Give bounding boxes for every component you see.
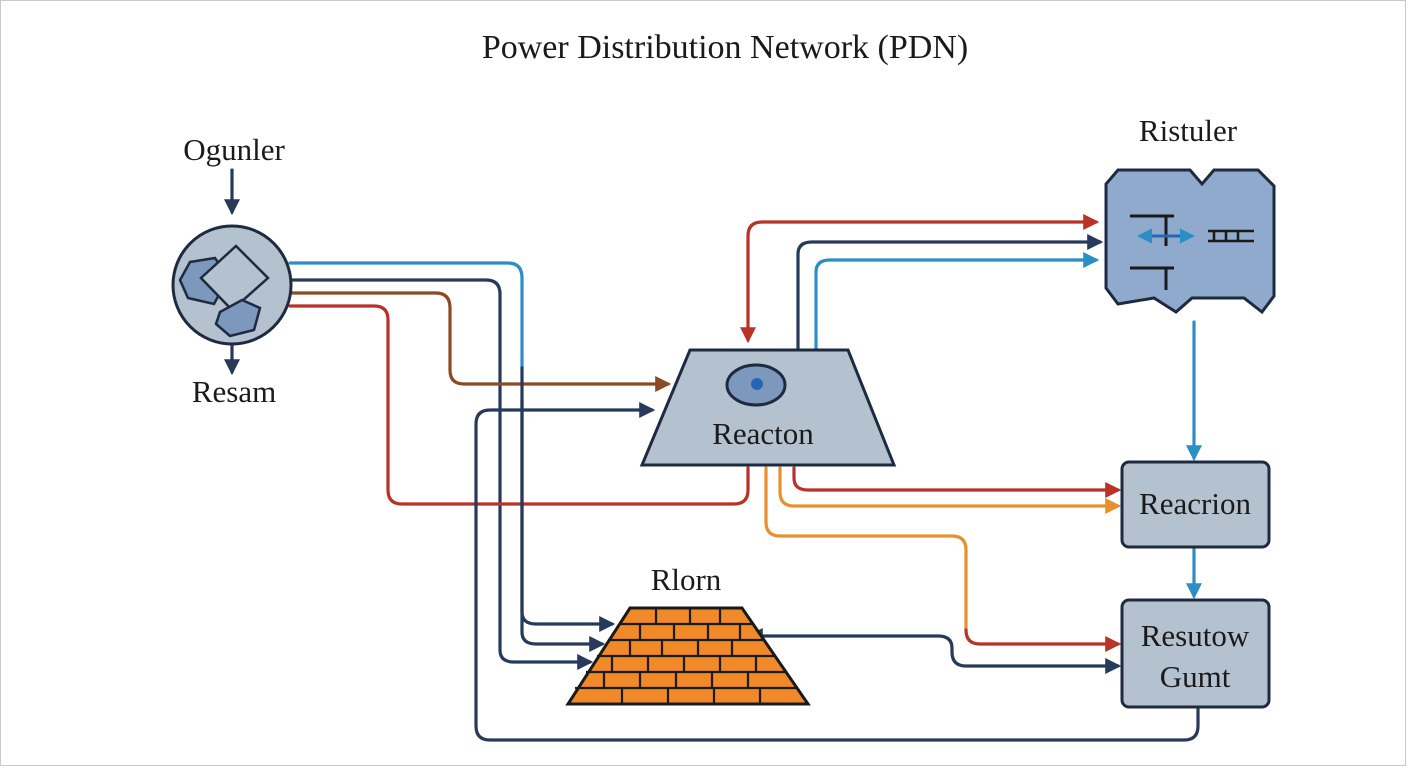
edge-reacton-ristuler-navy bbox=[790, 234, 1104, 380]
edge-navy-to-rlorn-1 bbox=[520, 366, 616, 632]
node-resutow-label-line2: Gumt bbox=[1160, 659, 1231, 694]
node-ogunler-label: Ogunler bbox=[183, 132, 285, 167]
node-source-circle[interactable] bbox=[171, 224, 293, 346]
node-rlorn[interactable] bbox=[565, 606, 811, 706]
edge-reacton-reacrion-red bbox=[792, 466, 1122, 498]
edge-reacton-reacrion-orange bbox=[778, 466, 1122, 514]
node-reacton[interactable]: Reacton bbox=[639, 348, 897, 467]
node-resutow[interactable]: Resutow Gumt bbox=[1120, 598, 1271, 709]
edge-source-navy-to-rlorn bbox=[288, 278, 594, 670]
edge-resutow-rlorn-navy bbox=[746, 628, 1122, 674]
edge-reacton-orange-down bbox=[764, 466, 968, 632]
diagram-title: Power Distribution Network (PDN) bbox=[482, 29, 968, 66]
edge-source-brown-to-reacton bbox=[288, 291, 672, 392]
node-reacrion[interactable]: Reacrion bbox=[1120, 460, 1271, 549]
edge-navy-to-rlorn-2 bbox=[520, 398, 606, 652]
edge-to-resutow-red bbox=[964, 628, 1122, 652]
edge-reacton-ristuler-red bbox=[740, 214, 1100, 344]
node-resam-label: Resam bbox=[192, 374, 276, 409]
node-ristuler-label: Ristuler bbox=[1139, 113, 1238, 148]
node-reacrion-label: Reacrion bbox=[1139, 486, 1251, 521]
stone-icon bbox=[199, 244, 270, 312]
edge-resutow-to-reacton bbox=[474, 402, 1200, 742]
stone-icon bbox=[214, 298, 262, 338]
node-resutow-label-line1: Resutow bbox=[1141, 618, 1250, 653]
node-ristuler[interactable] bbox=[1104, 168, 1276, 315]
brick-pattern-icon bbox=[575, 608, 797, 704]
edge-reacton-ristuler-blue bbox=[808, 252, 1100, 414]
edge-source-blue bbox=[288, 261, 524, 370]
switch-icon bbox=[1130, 266, 1174, 290]
core-dot-icon bbox=[751, 378, 763, 390]
node-rlorn-label: Rlorn bbox=[651, 562, 722, 597]
node-reacton-label: Reacton bbox=[712, 416, 814, 451]
connections bbox=[224, 168, 1202, 742]
bus-bar-icon bbox=[1208, 229, 1254, 243]
edge-source-red-loop bbox=[288, 304, 750, 506]
